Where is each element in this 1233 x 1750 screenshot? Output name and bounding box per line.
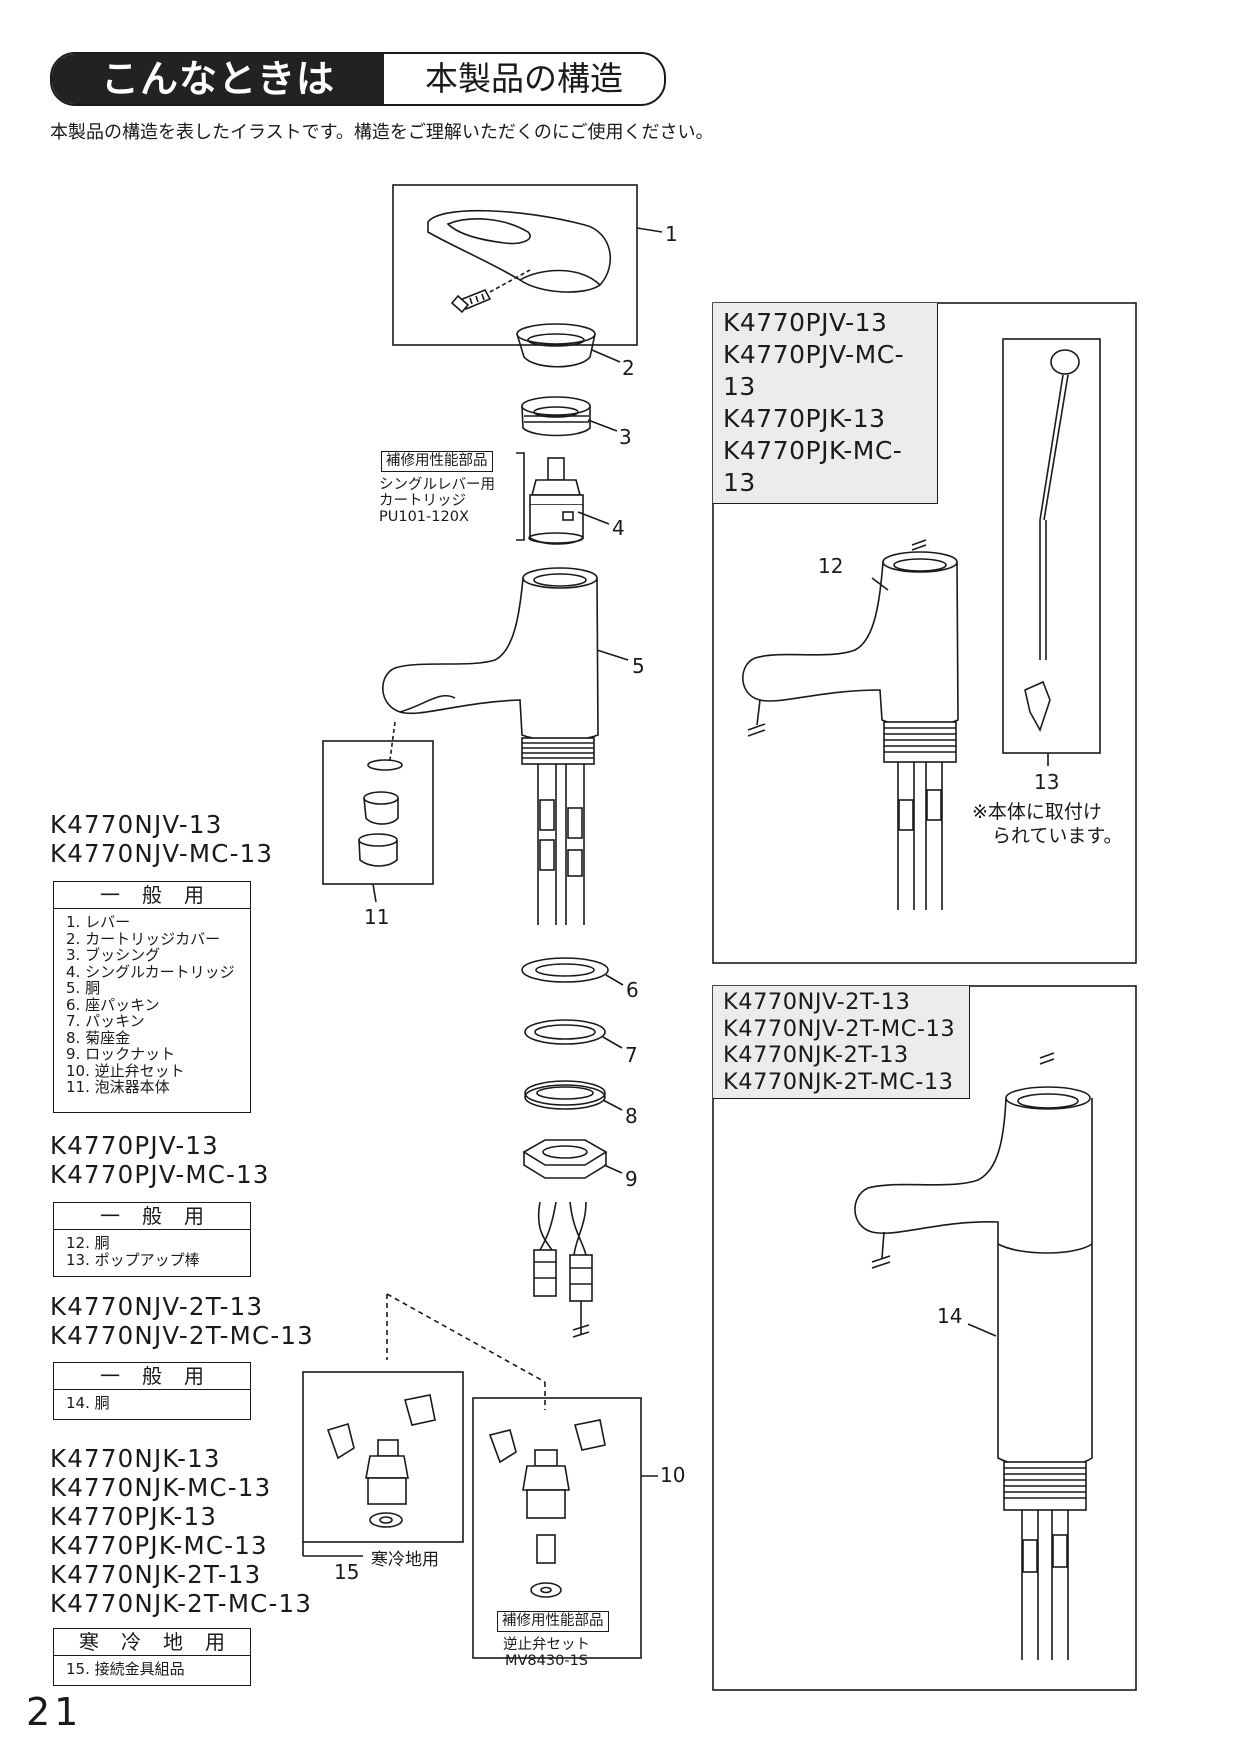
check-valve-part: [488, 1419, 606, 1598]
lever-part: [427, 209, 612, 314]
list-item: 11. 泡沫器本体: [66, 1078, 170, 1096]
list-item: 1. レバー: [66, 913, 131, 931]
list-item: 10. 逆止弁セット: [66, 1061, 185, 1080]
list-item: 14. 胴: [66, 1394, 110, 1412]
list-item: 4. シングルカートリッジ: [66, 962, 235, 981]
popup-rod-part: [1024, 349, 1080, 732]
group3-parts-table: 一般用 14. 胴: [53, 1362, 251, 1420]
group4-parts-table: 寒冷地用 15. 接続金具組品: [53, 1628, 251, 1686]
connector-cold-part: [326, 1394, 436, 1528]
cold-region-label: 寒冷地用: [368, 1545, 442, 1570]
callout-1: 1: [665, 222, 678, 246]
group3-models: K4770NJV-2T-13 K4770NJV-2T-MC-13: [50, 1292, 314, 1350]
list-item: 12. 胴: [66, 1234, 110, 1252]
callout-9: 9: [625, 1167, 638, 1191]
callout-14: 14: [937, 1304, 963, 1328]
right-bottom-models: K4770NJV-2T-13 K4770NJV-2T-MC-13 K4770NJ…: [713, 986, 970, 1099]
cartridge-note: シングルレバー用 カートリッジ PU101-120X: [379, 477, 495, 525]
group2-models: K4770PJV-13 K4770PJV-MC-13: [50, 1131, 270, 1189]
list-item: 7. パッキン: [66, 1012, 145, 1030]
callout-11: 11: [364, 905, 390, 929]
popup-rod-box: [1002, 338, 1101, 754]
callout-10: 10: [660, 1463, 686, 1487]
section-title: こんなときは: [52, 54, 384, 104]
callout-5: 5: [632, 654, 645, 678]
faucet-body-part: [382, 567, 599, 925]
aerator-box: [322, 740, 434, 885]
list-item: 2. カートリッジカバー: [66, 929, 221, 948]
list-item: 13. ポップアップ棒: [66, 1250, 200, 1269]
intro-text: 本製品の構造を表したイラストです。構造をご理解いただくのにご使用ください。: [50, 122, 714, 143]
table-header: 寒冷地用: [54, 1629, 250, 1656]
table-header: 一般用: [54, 1203, 250, 1230]
group2-parts-table: 一般用 12. 胴 13. ポップアップ棒: [53, 1202, 251, 1277]
cold-region-box: [302, 1371, 464, 1543]
section-subtitle: 本製品の構造: [425, 59, 623, 98]
cartridge-cover-part: [516, 323, 596, 368]
list-item: 5. 胴: [66, 979, 101, 997]
list-item: 3. ブッシング: [66, 946, 161, 964]
callout-4: 4: [612, 516, 625, 540]
group4-models: K4770NJK-13 K4770NJK-MC-13 K4770PJK-13 K…: [50, 1444, 313, 1618]
seat-packing-part: [521, 957, 609, 983]
popup-note: ※本体に取付け られています。: [972, 801, 1123, 847]
section-header: こんなときは 本製品の構造: [50, 52, 666, 106]
callout-7: 7: [625, 1043, 638, 1067]
aerator-part: [358, 721, 403, 867]
lower-hose-part: [533, 1201, 593, 1338]
list-item: 9. ロックナット: [66, 1045, 176, 1063]
callout-2: 2: [622, 356, 635, 380]
packing-part: [524, 1019, 606, 1045]
check-valve-note: 逆止弁セット MV8430-1S: [503, 1637, 590, 1669]
lever-box: [392, 184, 638, 346]
cartridge-tag: 補修用性能部品: [381, 451, 493, 472]
check-valve-tag: 補修用性能部品: [497, 1611, 609, 1632]
list-item: 8. 菊座金: [66, 1028, 131, 1047]
callout-15: 15: [334, 1560, 360, 1584]
callout-8: 8: [625, 1104, 638, 1128]
washer-part: [524, 1080, 606, 1110]
callout-6: 6: [626, 978, 639, 1002]
group1-parts-table: 一般用 1. レバー 2. カートリッジカバー 3. ブッシング 4. シングル…: [53, 881, 251, 1113]
callout-3: 3: [619, 425, 632, 449]
tall-body-part: [854, 1052, 1093, 1660]
list-item: 6. 座パッキン: [66, 995, 160, 1014]
bushing-part: [521, 396, 591, 437]
popup-body-part: [742, 539, 959, 910]
callout-13: 13: [1034, 770, 1060, 794]
cartridge-part: [528, 457, 584, 545]
check-valve-box: [472, 1397, 642, 1659]
group1-models: K4770NJV-13 K4770NJV-MC-13: [50, 810, 274, 868]
page-number: 21: [26, 1690, 83, 1734]
locknut-part: [522, 1139, 608, 1179]
callout-12: 12: [818, 554, 844, 578]
right-top-models: K4770PJV-13 K4770PJV-MC-13 K4770PJK-13 K…: [713, 303, 938, 504]
table-header: 一般用: [54, 882, 250, 909]
table-header: 一般用: [54, 1363, 250, 1390]
list-item: 15. 接続金具組品: [66, 1660, 185, 1678]
